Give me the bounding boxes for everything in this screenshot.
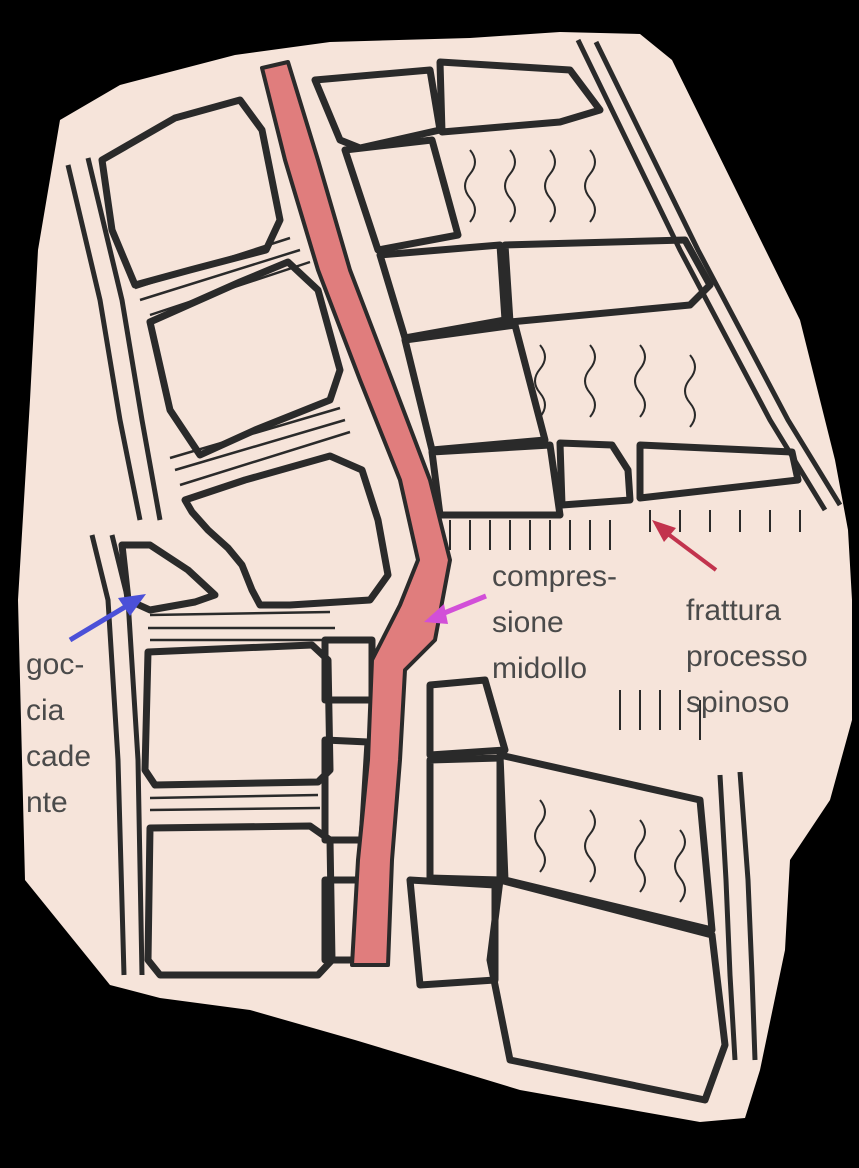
label-frattura-line-3: spinoso [686, 686, 808, 720]
label-frattura-line-2: processo [686, 640, 808, 674]
label-goccia-line-1: goc- [26, 648, 91, 682]
label-goccia-line-3: cade [26, 740, 91, 774]
label-compressione-line-1: compres- [492, 560, 617, 594]
label-frattura-processo-spinoso: frattura processo spinoso [686, 594, 808, 720]
label-goccia-cadente: goc- cia cade nte [26, 648, 91, 820]
label-frattura-line-1: frattura [686, 594, 808, 628]
label-goccia-line-4: nte [26, 786, 91, 820]
label-compressione-line-3: midollo [492, 652, 617, 686]
label-goccia-line-2: cia [26, 694, 91, 728]
label-compressione-midollo: compres- sione midollo [492, 560, 617, 686]
label-compressione-line-2: sione [492, 606, 617, 640]
